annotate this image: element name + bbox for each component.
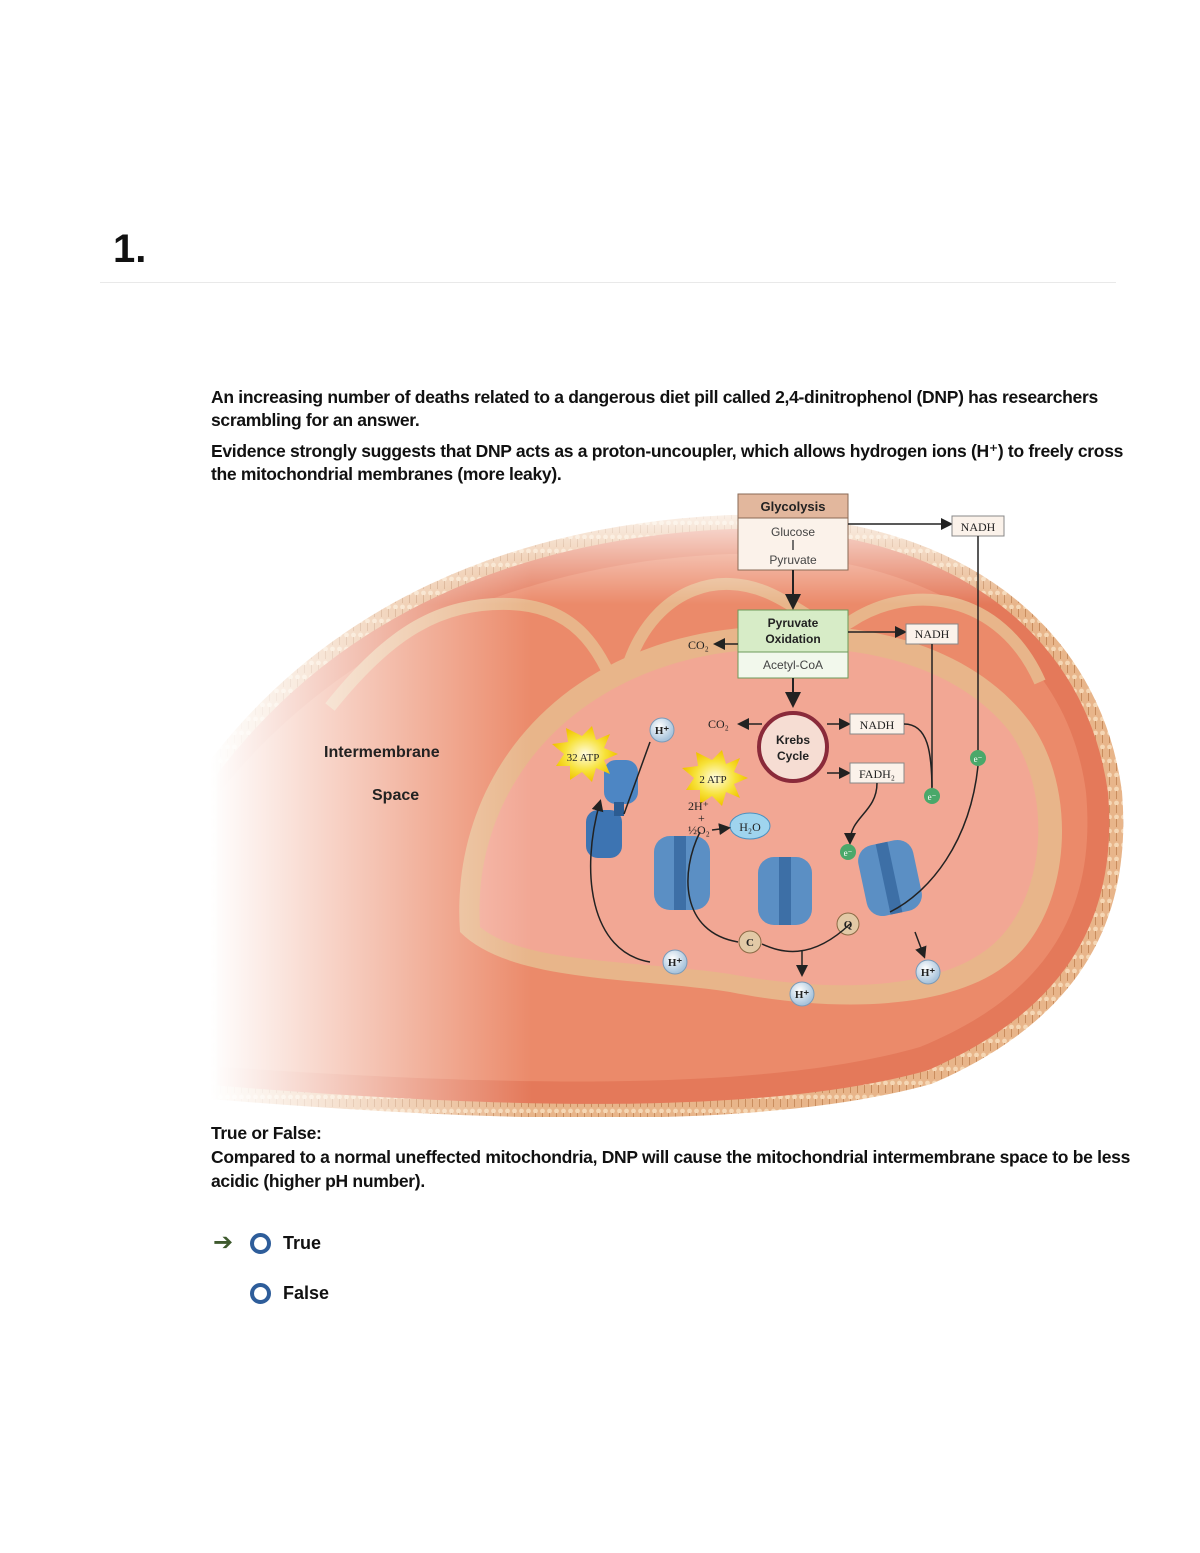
etc-proteins <box>654 836 922 925</box>
selected-answer-arrow-icon: ➔ <box>213 1229 234 1256</box>
electron-3 <box>840 844 856 860</box>
nadh-krebs: NADH <box>860 718 895 732</box>
h-ion-middle-label: H⁺ <box>795 989 810 1001</box>
atp2-burst <box>682 750 748 806</box>
true-false-statement: Compared to a normal uneffected mitochon… <box>211 1147 1131 1191</box>
co2-label-1: CO₂ <box>688 638 709 652</box>
cytochrome-c <box>738 930 762 954</box>
h-ion-middle <box>789 981 815 1007</box>
nadh-glycolysis: NADH <box>961 520 996 534</box>
pyruvate-oxidation-label-1: Pyruvate <box>768 616 819 630</box>
space-label: Space <box>372 787 419 804</box>
glycolysis-label: Glycolysis <box>760 499 825 514</box>
atp32-label: 32 ATP <box>567 752 600 764</box>
two-h-label: 2H⁺ <box>688 799 709 813</box>
radio-false[interactable] <box>250 1282 271 1304</box>
h-ion-right <box>915 959 941 985</box>
h-ion-left <box>662 949 688 975</box>
ubiquinone <box>836 912 860 936</box>
option-true[interactable]: True <box>250 1228 321 1258</box>
cytochrome-c-label: C <box>746 937 754 949</box>
mitochondria-diagram: Intermembrane Space Glycolysis Glucose P… <box>210 492 1130 1117</box>
fadh2-label: FADH₂ <box>859 767 895 781</box>
option-false[interactable]: False <box>250 1278 329 1308</box>
co2-label-2: CO₂ <box>708 717 729 731</box>
electron-2-label: e⁻ <box>928 792 937 802</box>
electron-2 <box>924 788 940 804</box>
krebs-label-2: Cycle <box>777 749 809 763</box>
krebs-label-1: Krebs <box>776 733 810 747</box>
divider <box>100 282 1116 283</box>
true-false-prompt: True or False: Compared to a normal unef… <box>211 1121 1131 1193</box>
electron-1-label: e⁻ <box>974 754 983 764</box>
question-paragraph-1: An increasing number of deaths related t… <box>211 387 1098 430</box>
glucose-label: Glucose <box>771 525 815 539</box>
pyruvate-label: Pyruvate <box>769 553 817 567</box>
acetyl-coa-label: Acetyl-CoA <box>763 658 823 672</box>
h2o-label: H₂O <box>739 820 761 834</box>
h-ion-left-label: H⁺ <box>668 957 683 969</box>
option-false-label: False <box>283 1282 330 1303</box>
intermembrane-label: Intermembrane <box>324 744 440 761</box>
atp2-label: 2 ATP <box>699 774 726 786</box>
radio-true[interactable] <box>250 1232 271 1254</box>
half-o2-label: ½O₂ <box>688 823 710 837</box>
question-number: 1. <box>113 227 147 271</box>
electron-3-label: e⁻ <box>844 848 853 858</box>
electron-1 <box>970 750 986 766</box>
nadh-pyruvate: NADH <box>915 627 950 641</box>
h-ion-top <box>649 717 675 743</box>
h-ion-top-label: H⁺ <box>655 725 670 737</box>
glycolysis-box: Glycolysis Glucose Pyruvate <box>737 493 849 571</box>
plus-label: + <box>698 811 705 825</box>
question-paragraph-2: Evidence strongly suggests that DNP acts… <box>211 441 1124 484</box>
h-ion-right-label: H⁺ <box>921 967 936 979</box>
true-false-heading: True or False: <box>211 1123 322 1143</box>
option-true-label: True <box>283 1232 322 1253</box>
pyruvate-oxidation-box: Pyruvate Oxidation Acetyl-CoA <box>737 609 849 679</box>
pyruvate-oxidation-label-2: Oxidation <box>765 632 820 646</box>
krebs-cycle: Krebs Cycle <box>757 711 829 783</box>
atp32-burst <box>552 726 618 782</box>
